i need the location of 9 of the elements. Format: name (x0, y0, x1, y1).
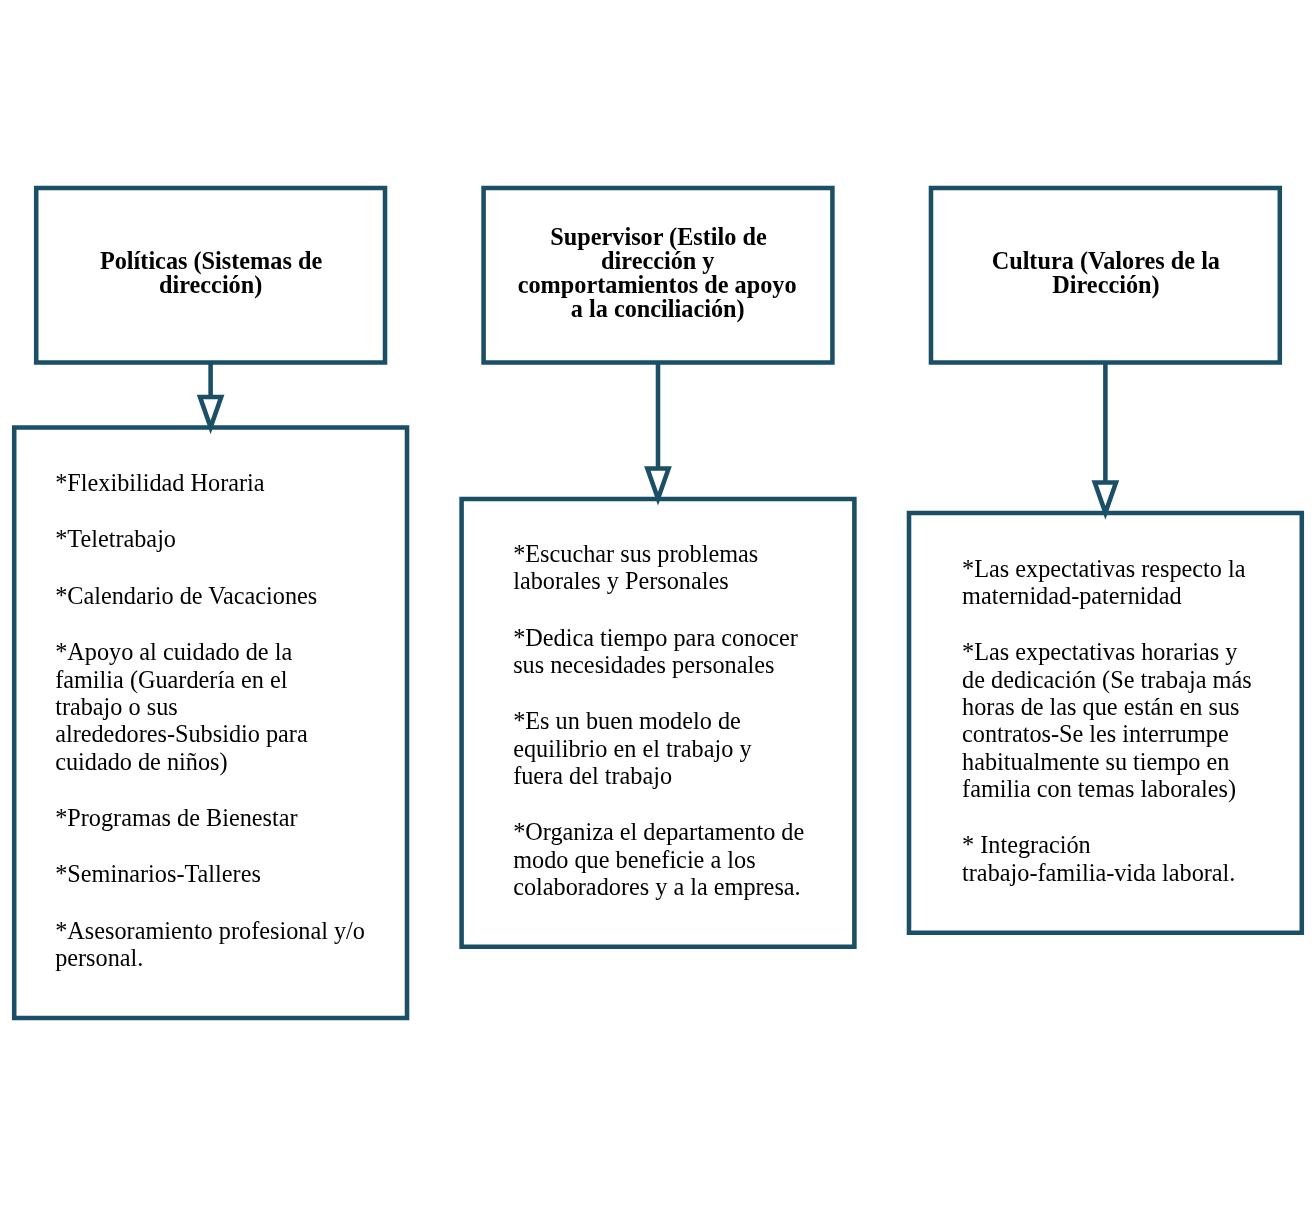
node-box: Cultura (Valores de la Dirección) (928, 185, 1283, 365)
node-box: Políticas (Sistemas de dirección) (33, 185, 388, 365)
arrow (644, 362, 672, 506)
node-box: *Flexibilidad Horaria *Teletrabajo *Calendario de Vacaciones *Apoyo al cuidado de la familia (Guardería en el trabajo o sus alrededores-Subsidio para cuidado de niños) *Programas de Bienestar *Seminarios-Talleres *Asesoramiento profesional y/o personal. (11, 424, 410, 1020)
node-box: *Las expectativas respecto la maternidad-paternidad *Las expectativas horarias y de dedicación (Se trabaja más horas de las que están en sus contratos-Se les interrumpe habitualmente su tiempo en familia con temas laborales) * Integración trabajo-familia-vida laboral. (906, 510, 1305, 935)
node-box: *Escuchar sus problemas laborales y Personales *Dedica tiempo para conocer sus necesidades personales *Es un buen modelo de equilibrio en el trabajo y fuera del trabajo *Organiza el departamento de modo que beneficie a los colaboradores y a la empresa. (459, 496, 857, 949)
node-box: Supervisor (Estilo de dirección y comportamientos de apoyo a la conciliación) (481, 185, 835, 365)
arrow (1091, 362, 1120, 520)
arrow (196, 362, 225, 434)
